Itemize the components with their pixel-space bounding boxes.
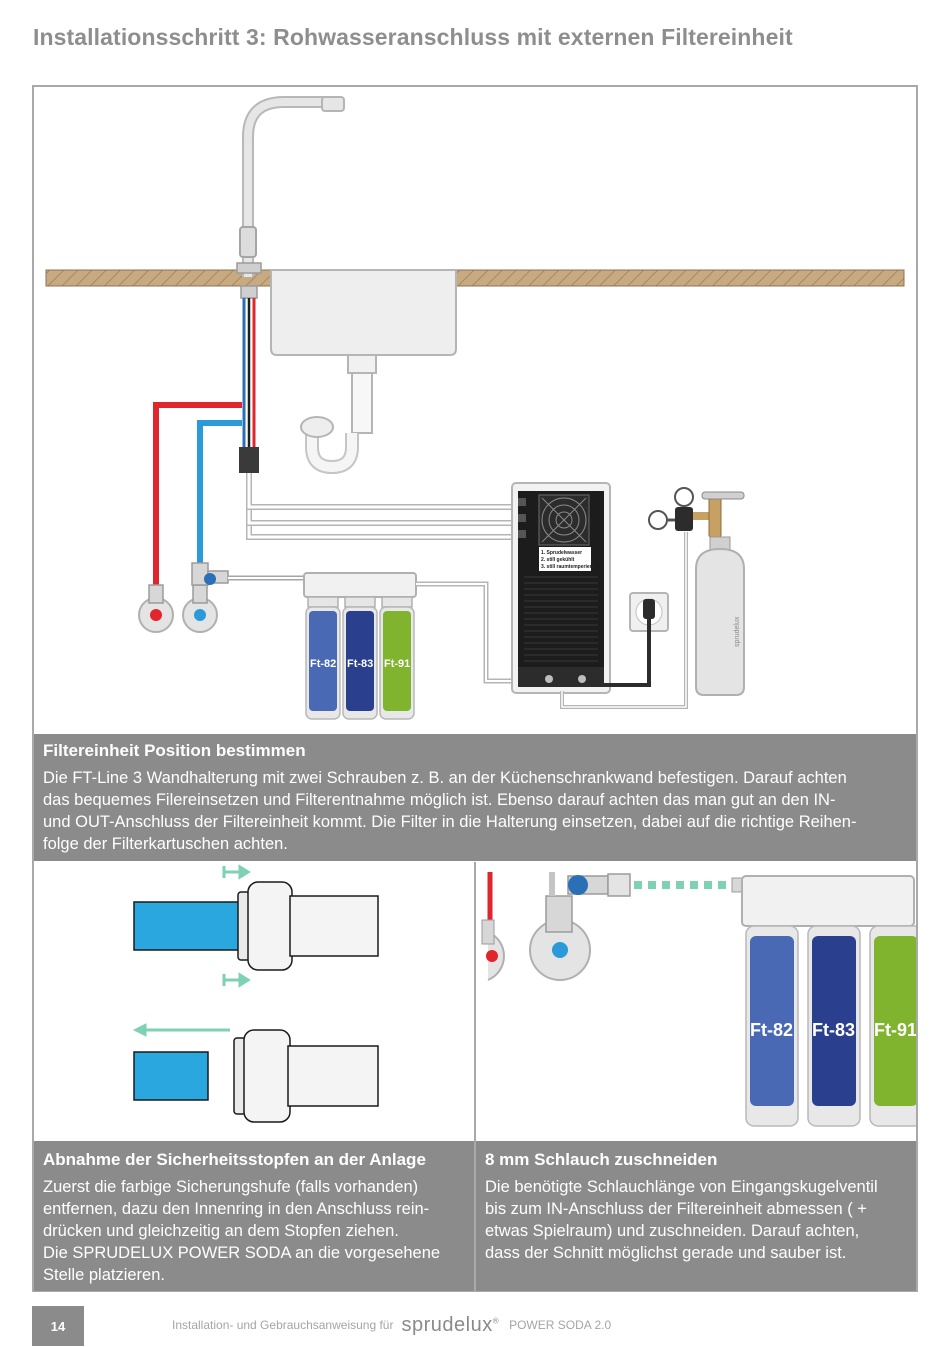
filter-position-heading: Filtereinheit Position bestimmen [43,741,306,760]
power-socket [604,592,669,687]
filter-position-line: und OUT-Anschluss der Filtereinheit komm… [43,813,857,831]
sink-basin [270,269,457,356]
filter-label: Ft-91 [874,1020,916,1040]
device-label: 2. still gekühlt [541,557,575,563]
filter-label: Ft-82 [310,658,336,670]
safety-plug-line: entfernen, dazu den Innenring in den Ans… [43,1200,430,1218]
hose-cut-line: Die benötigte Schlauchlänge von Eingangs… [485,1178,878,1196]
pull-arrow-icon [132,1023,230,1037]
safety-plug-box: Abnahme der Sicherheitsstopfen an der An… [34,1141,474,1291]
hot-water-valve [138,584,174,633]
safety-plug-line: Die SPRUDELUX POWER SODA an die vorgeseh… [43,1244,441,1262]
safety-plug-line: Zuerst die farbige Sicherungshufe (falls… [43,1178,419,1196]
filter-label: Ft-82 [750,1020,793,1040]
page-title: Installationsschritt 3: Rohwasseranschlu… [33,24,793,50]
co2-bottle: sprudelux [695,536,745,696]
filter-housing-top [741,875,915,927]
page-number: 14 [32,1306,84,1346]
safety-plug-line: Stelle platzieren. [43,1266,165,1284]
hose-cut-line: etwas Spielraum) und zuschneiden. Darauf… [485,1222,860,1240]
device-label: 1. Sprudelwasser [541,550,582,556]
blue-plug-removed [133,1051,209,1101]
hot-water-line [153,402,242,587]
filter-position-line: das bequemes Filereinsetzen und Filteren… [43,791,836,809]
filter-label: Ft-83 [347,658,373,670]
soda-device: 1. Sprudelwasser 2. still gekühlt 3. sti… [511,482,611,694]
safety-plug-diagram [34,862,474,1140]
countertop [45,269,905,287]
brand-name: sprudelux [401,1313,493,1336]
safety-plug-heading: Abnahme der Sicherheitsstopfen an der An… [43,1150,426,1169]
device-label: 3. still raumtemperiert [541,564,594,570]
column-divider [474,862,476,1292]
filter-position-box: Filtereinheit Position bestimmen Die FT-… [34,734,916,861]
filter-position-line: folge der Filterkartuschen achten. [43,835,288,853]
safety-plug-line: drücken und gleichzeitig an dem Stopfen … [43,1222,399,1240]
footer-prefix: Installation- und Gebrauchsanweisung für [172,1318,394,1332]
footer: Installation- und Gebrauchsanweisung für… [172,1308,611,1342]
valve-handle [568,875,588,895]
drain-pipe [347,354,377,374]
pressure-regulator [648,487,745,538]
faucet [242,96,334,277]
cold-water-valve [182,562,229,633]
filter-label: Ft-91 [384,658,410,670]
filter-position-line: Die FT-Line 3 Wandhalterung mit zwei Sch… [43,769,847,787]
brand-logo: sprudelux® [401,1314,499,1337]
registered-mark: ® [492,1315,500,1325]
hose-cut-heading: 8 mm Schlauch zuschneiden [485,1150,718,1169]
bottle-brand: sprudelux [734,616,741,647]
push-arrow-icon [222,864,251,988]
filter-unit: Ft-82 Ft-83 Ft-91 [303,572,417,720]
hose-cut-line: dass der Schnitt möglichst gerade und sa… [485,1244,847,1262]
filter-label: Ft-83 [812,1020,855,1040]
blue-plug [133,901,243,951]
hose-cut-line: bis zum IN-Anschluss der Filtereinheit a… [485,1200,867,1218]
installation-diagram: Ft-82 Ft-83 Ft-91 1. Sprudelwasser 2. st… [45,96,905,720]
hose-cut-box: 8 mm Schlauch zuschneiden Die benötigte … [476,1141,916,1291]
footer-product: POWER SODA 2.0 [509,1318,612,1332]
cold-water-line [197,420,242,565]
hose-cut-diagram: Ft-82 Ft-83 Ft-91 [476,862,916,1140]
